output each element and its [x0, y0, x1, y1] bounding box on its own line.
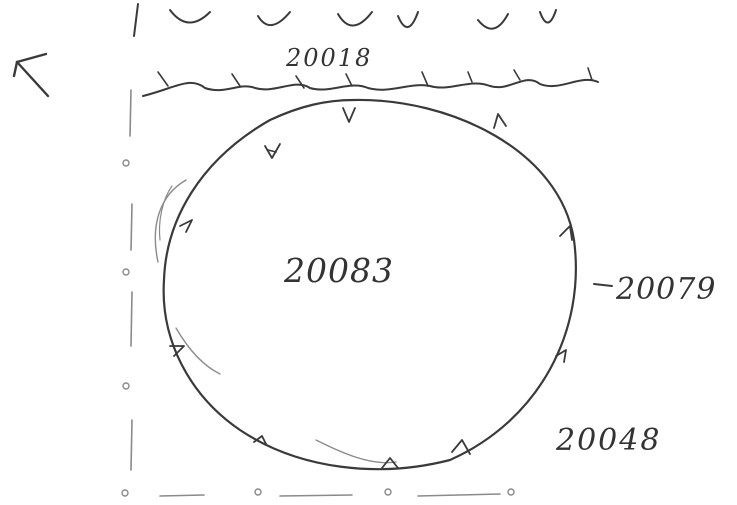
right-label: 20079 — [615, 272, 716, 307]
wavy-baseline — [143, 68, 598, 96]
bottom-right-label: 20048 — [555, 423, 661, 458]
arrow-up-left-icon — [14, 54, 48, 96]
top-label: 20018 — [285, 44, 372, 72]
bottom-axis — [122, 489, 514, 496]
right-label-leader — [594, 284, 612, 286]
left-axis — [123, 90, 132, 470]
center-label: 20083 — [283, 251, 394, 290]
top-arc-row — [134, 4, 556, 36]
